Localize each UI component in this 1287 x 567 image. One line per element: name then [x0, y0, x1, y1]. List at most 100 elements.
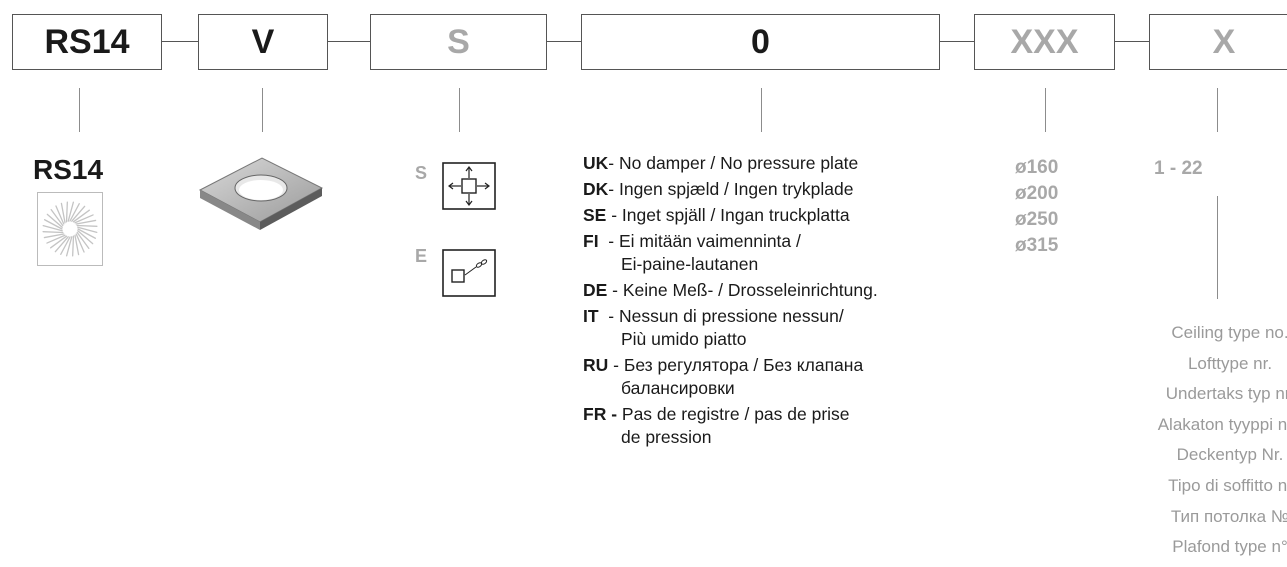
- swirl-ray: [55, 205, 65, 225]
- language-entry: DE - Keine Meß- / Drosseleinrichtung.: [583, 279, 878, 302]
- directional-arrows-icon: [442, 162, 496, 210]
- swirl-ray: [75, 219, 97, 225]
- language-entry-continuation: de pression: [583, 426, 878, 449]
- swirl-ray: [77, 226, 98, 234]
- language-entry: RU - Без регулятора / Без клапана: [583, 354, 878, 377]
- language-separator: -: [606, 205, 622, 225]
- language-separator: -: [608, 153, 619, 173]
- drop-line: [761, 88, 762, 132]
- swirl-ray: [60, 236, 71, 256]
- swirl-ray: [75, 233, 85, 253]
- swirl-ray: [43, 233, 65, 239]
- swirl-ray: [54, 236, 69, 253]
- code-box-s: S: [370, 14, 547, 70]
- ceiling-type-label: Ceiling type no.: [1171, 323, 1287, 342]
- language-entry: FR - Pas de registre / pas de prise: [583, 403, 878, 426]
- language-text: Più umido piatto: [621, 329, 747, 349]
- swirl-ray: [76, 231, 90, 249]
- language-text: Inget spjäll / Ingan truckplatta: [621, 205, 850, 225]
- code-box-size: XXX: [974, 14, 1115, 70]
- language-entry: FI - Ei mitään vaimenninta /: [583, 230, 878, 253]
- language-code: IT: [583, 306, 599, 326]
- drop-line: [1217, 196, 1218, 299]
- swirl-ray: [69, 202, 80, 222]
- swirl-ray: [76, 224, 98, 227]
- swirl-ray: [74, 234, 80, 256]
- language-code: FR -: [583, 404, 618, 424]
- language-text: Nessun di pressione nessun/: [618, 306, 844, 326]
- ceiling-range: 1 - 22: [1154, 158, 1203, 179]
- language-separator: -: [607, 280, 623, 300]
- size-item: ø200: [1015, 183, 1059, 204]
- connector-line: [1115, 41, 1149, 42]
- ceiling-type-label: Plafond type n°: [1172, 537, 1287, 557]
- swirl-ray: [50, 209, 64, 227]
- drop-line: [79, 88, 80, 132]
- swirl-ray: [42, 231, 64, 234]
- code-box-v: V: [198, 14, 328, 70]
- language-separator: -: [598, 306, 619, 326]
- language-code: RU: [583, 355, 609, 375]
- language-text: No damper / No pressure plate: [618, 153, 859, 173]
- square-with-chain-icon: [442, 249, 496, 297]
- drop-line: [1217, 88, 1218, 132]
- code-box-ceiling: X: [1149, 14, 1287, 70]
- language-text: балансировки: [621, 378, 735, 398]
- language-entry-continuation: Ei-paine-lautanen: [583, 253, 878, 276]
- drop-line: [262, 88, 263, 132]
- connector-line: [940, 41, 974, 42]
- swirl-ray: [77, 230, 94, 245]
- language-code: FI: [583, 231, 599, 251]
- language-separator: -: [608, 355, 624, 375]
- language-code: DE: [583, 280, 608, 300]
- ceiling-type-list: Ceiling type no. Lofttype nr. Undertaks ty…: [1080, 318, 1287, 563]
- language-text: Ingen spjæld / Ingen trykplade: [618, 179, 854, 199]
- ceiling-type-label: Alakaton tyyppi nro: [1157, 414, 1287, 434]
- size-list: ø160 ø200 ø250 ø315: [1015, 155, 1058, 259]
- swirl-ray: [43, 219, 63, 230]
- code-box-damper: 0: [581, 14, 940, 70]
- language-entry: DK- Ingen spjæld / Ingen trykplade: [583, 178, 878, 201]
- swirl-ray: [72, 209, 90, 223]
- swirl-ray: [46, 234, 66, 244]
- language-separator: -: [608, 179, 619, 199]
- language-entry: IT - Nessun di pressione nessun/: [583, 305, 878, 328]
- language-entry-continuation: Più umido piatto: [583, 328, 878, 351]
- drop-line: [459, 88, 460, 132]
- language-text: Без регулятора / Без клапана: [623, 355, 864, 375]
- swirl-ray: [60, 202, 66, 224]
- swirl-ray: [72, 235, 75, 257]
- swirl-ray: [71, 205, 86, 222]
- ceiling-type-label: Lofttype nr.: [1187, 353, 1273, 373]
- language-code: UK: [583, 153, 609, 173]
- variant-s-label: S: [415, 163, 428, 183]
- ceiling-plate-icon: [198, 157, 324, 230]
- swirl-diffuser-icon: [37, 192, 103, 266]
- language-code: DK: [583, 179, 609, 199]
- language-text: Ei mitään vaimenninta /: [618, 231, 801, 251]
- code-box-rs14: RS14: [12, 14, 162, 70]
- language-entry: SE - Inget spjäll / Ingan truckplatta: [583, 204, 878, 227]
- language-text: Keine Meß- / Drosseleinrichtung.: [622, 280, 878, 300]
- language-separator: -: [598, 231, 619, 251]
- language-entry-continuation: балансировки: [583, 377, 878, 400]
- connector-line: [328, 41, 370, 42]
- size-item: ø315: [1015, 235, 1059, 256]
- language-text: Ei-paine-lautanen: [621, 254, 759, 274]
- connector-line: [547, 41, 581, 42]
- drop-line: [1045, 88, 1046, 132]
- swirl-ray: [46, 213, 63, 228]
- model-title: RS14: [33, 154, 104, 185]
- connector-line: [162, 41, 198, 42]
- language-code: SE: [583, 205, 607, 225]
- size-item: ø160: [1015, 157, 1059, 178]
- size-item: ø250: [1015, 209, 1059, 230]
- ceiling-type-label: Undertaks typ nr.: [1165, 384, 1287, 404]
- ceiling-type-label: Tipo di soffitto n.: [1168, 475, 1287, 495]
- swirl-ray: [74, 214, 94, 224]
- swirl-ray: [50, 235, 68, 249]
- ceiling-type-label: Deckentyp Nr.: [1176, 445, 1284, 465]
- language-text: de pression: [621, 427, 712, 447]
- language-text: Pas de registre / pas de prise: [621, 404, 850, 424]
